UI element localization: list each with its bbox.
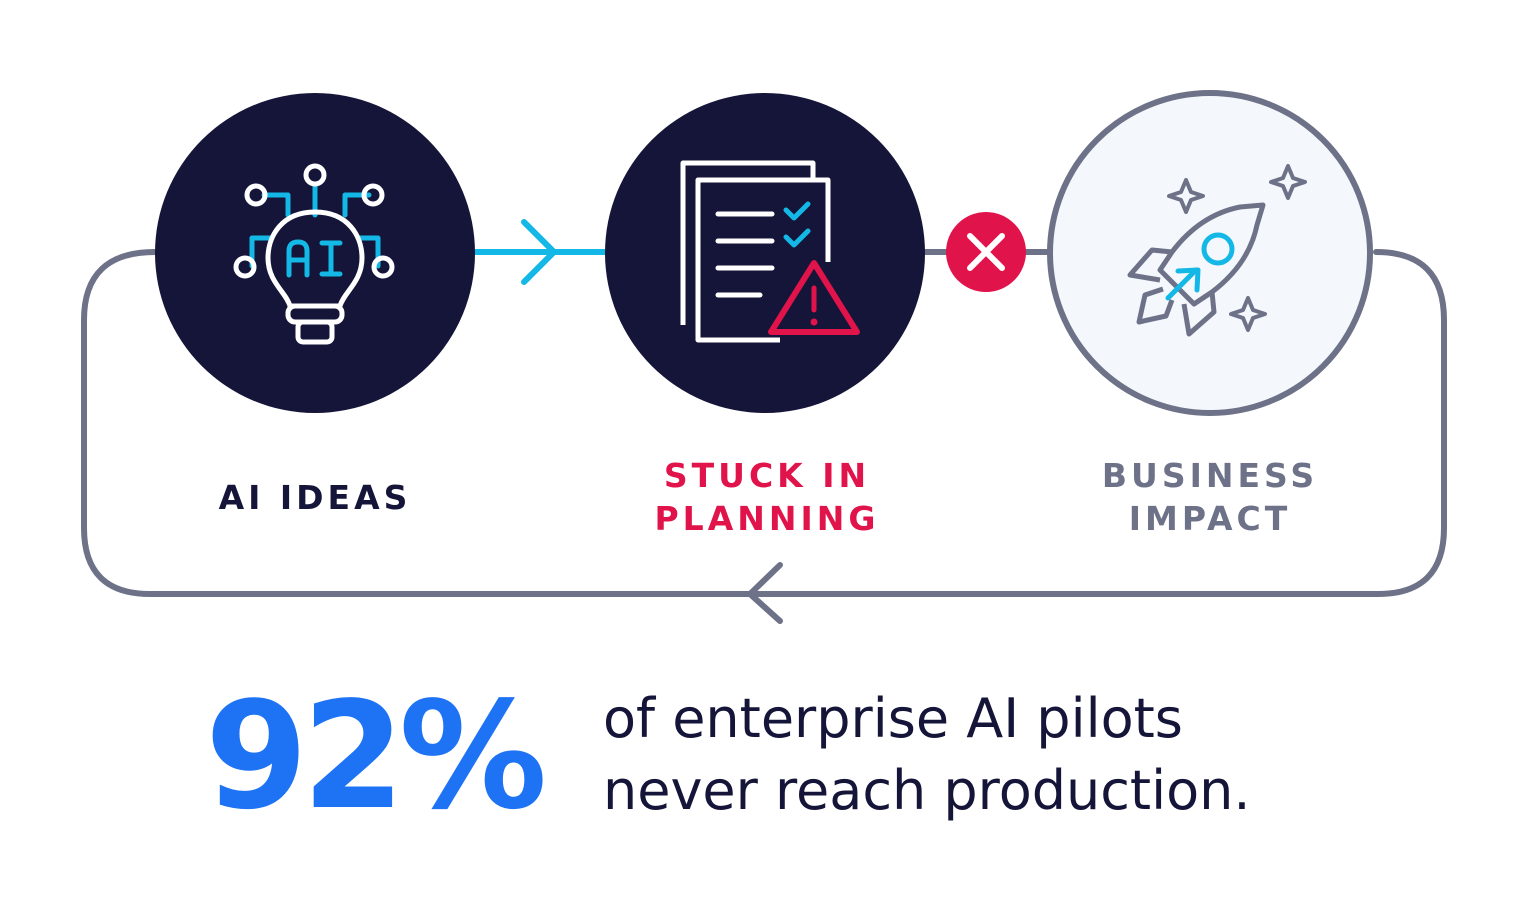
stage-label-business-impact: BUSINESS IMPACT xyxy=(1101,456,1319,538)
stat-caption: of enterprise AI pilots never reach prod… xyxy=(603,683,1503,827)
arrow-left-icon xyxy=(747,562,783,624)
stat-caption-line-1: of enterprise AI pilots xyxy=(603,687,1183,750)
x-mark-icon xyxy=(946,212,1026,292)
checklist-warning-icon xyxy=(680,160,860,343)
stage-ai-ideas xyxy=(155,93,475,413)
stage-business-impact xyxy=(1047,90,1373,416)
rocket-icon xyxy=(1127,164,1307,337)
arrow-right-icon xyxy=(521,219,557,285)
stage-label-stuck-in-planning: STUCK IN PLANNING xyxy=(654,456,880,538)
stage-label-ai-ideas: AI IDEAS xyxy=(218,478,412,517)
stat-value: 92% xyxy=(205,670,547,842)
stage-stuck-in-planning xyxy=(605,93,925,413)
stat-caption-line-2: never reach production. xyxy=(603,759,1251,822)
loop-path xyxy=(81,249,1447,597)
lightbulb-ai-icon xyxy=(233,163,395,345)
